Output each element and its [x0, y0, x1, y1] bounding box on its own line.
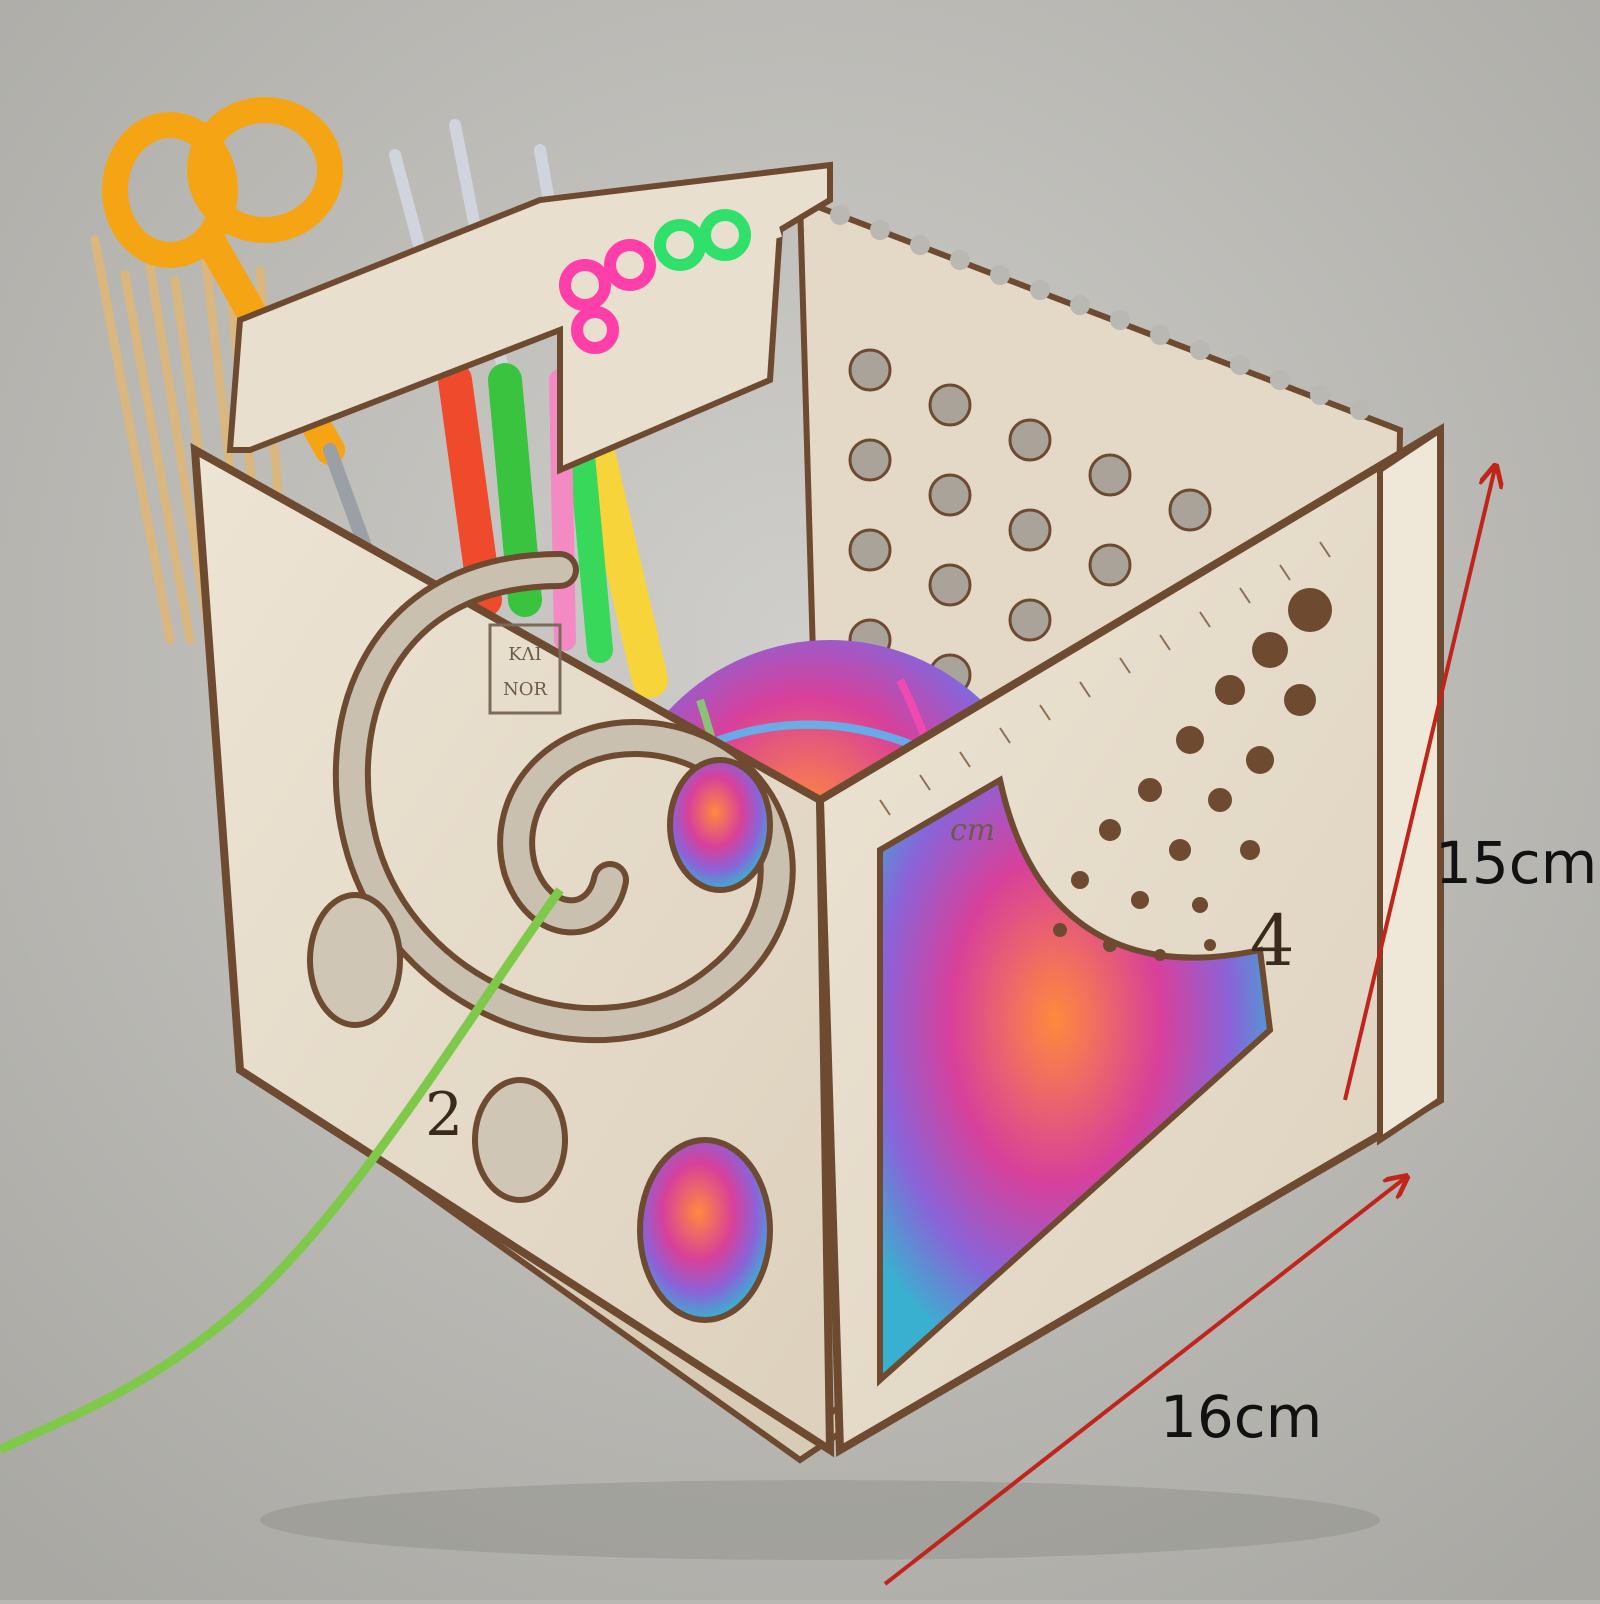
brand-logo-line1: KΛI — [508, 644, 542, 665]
height-arrow — [1343, 468, 1495, 1101]
round-holes — [307, 757, 773, 1323]
panel-number-left: 2 — [425, 1080, 463, 1150]
needle-gauge-holes — [1053, 588, 1332, 961]
side-rail — [1377, 424, 1443, 1146]
yarn-strand — [0, 887, 564, 1455]
brand-logo-box — [488, 623, 562, 715]
ruler-unit: cm — [950, 813, 995, 848]
brand-logo-line2: NOR — [503, 679, 548, 700]
ruler-ticks — [879, 541, 1331, 816]
height-dimension-label: 15cm — [1435, 829, 1598, 897]
shadow — [260, 1480, 1380, 1560]
width-dimension-label: 16cm — [1160, 1383, 1323, 1451]
width-arrow — [883, 1178, 1405, 1586]
comb-notches — [830, 205, 1370, 420]
panel-number-right: 4 — [1250, 900, 1295, 982]
stitch-markers — [559, 209, 751, 354]
window-cutout — [877, 775, 1274, 1387]
